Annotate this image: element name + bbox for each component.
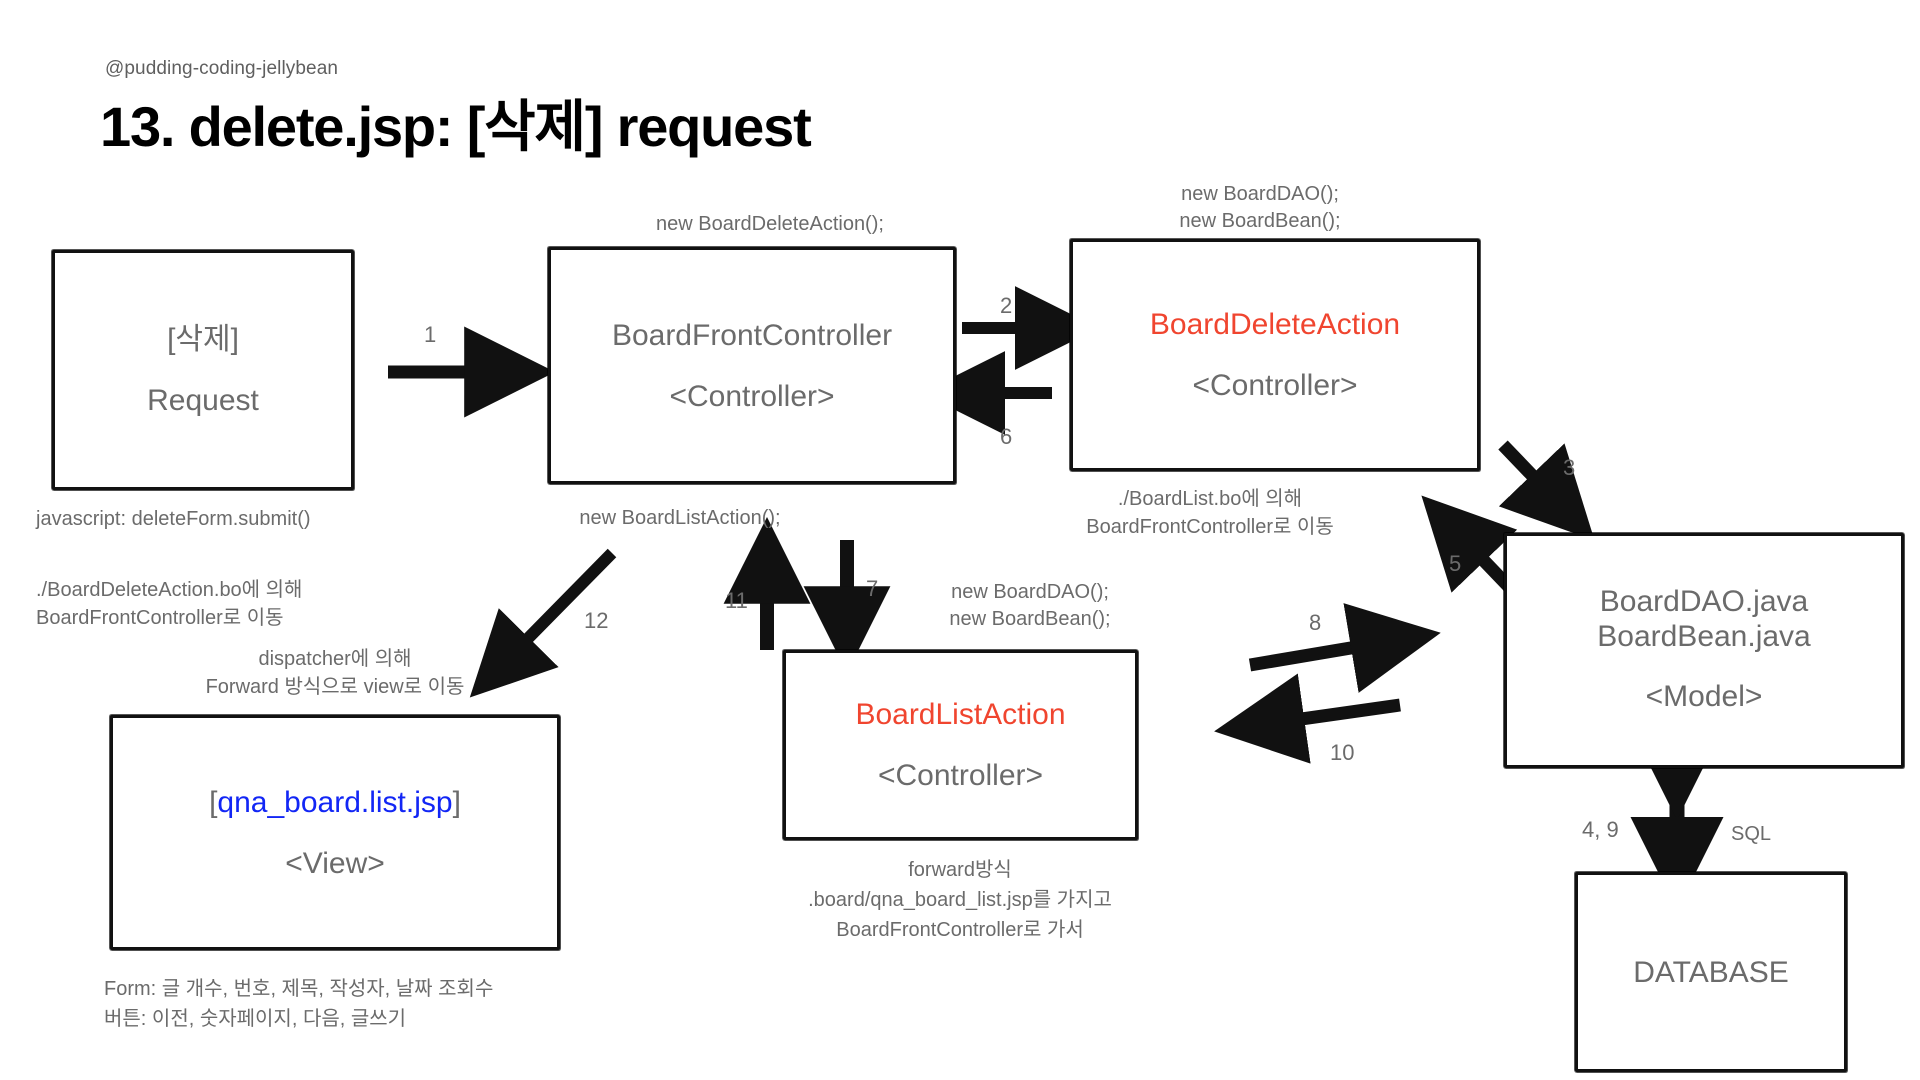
box-request: [삭제] Request xyxy=(52,250,354,490)
box-front-controller: BoardFrontController <Controller> xyxy=(548,247,956,484)
step-number-6: 6 xyxy=(1000,424,1013,449)
box-list-action: BoardListAction <Controller> xyxy=(783,650,1138,840)
box-view-jsp-name: qna_board.list.jsp xyxy=(217,785,453,819)
box-database-line1: DATABASE xyxy=(1633,955,1789,989)
box-request-line2: Request xyxy=(147,384,259,417)
bracket-open: [ xyxy=(209,785,218,819)
note-forward-2: .board/qna_board_list.jsp를 가지고 xyxy=(808,889,1112,911)
note-delete-bo-1: ./BoardDeleteAction.bo에 의해 xyxy=(36,579,303,601)
note-new-bean-mid-2: new BoardBean(); xyxy=(949,608,1111,630)
box-list-action-line1: BoardListAction xyxy=(855,698,1066,731)
note-forward-3: BoardFrontController로 가서 xyxy=(836,919,1084,941)
note-forward-1: forward방식 xyxy=(908,859,1012,881)
note-new-list-action: new BoardListAction(); xyxy=(579,507,781,529)
bracket-close: ] xyxy=(452,785,461,819)
step-number-10: 10 xyxy=(1330,740,1355,765)
note-sql: SQL xyxy=(1731,823,1772,845)
box-front-controller-line1: BoardFrontController xyxy=(611,318,893,352)
note-new-delete-action: new BoardDeleteAction(); xyxy=(656,213,884,235)
step-number-4-9: 4, 9 xyxy=(1582,817,1619,842)
box-model-line1: BoardDAO.java xyxy=(1599,585,1809,619)
arrow-10 xyxy=(1214,673,1401,764)
box-delete-action: BoardDeleteAction <Controller> xyxy=(1070,239,1480,471)
box-view-line2: <View> xyxy=(285,846,385,880)
box-model: BoardDAO.java BoardBean.java <Model> xyxy=(1504,533,1904,768)
note-dispatcher-1: dispatcher에 의해 xyxy=(258,648,412,670)
box-delete-action-line1: BoardDeleteAction xyxy=(1149,308,1401,341)
step-number-12: 12 xyxy=(584,608,609,633)
box-model-line3: <Model> xyxy=(1645,679,1763,713)
arrow-8 xyxy=(1248,603,1441,693)
box-request-line1: [삭제] xyxy=(167,323,239,356)
note-form-items: Form: 글 개수, 번호, 제목, 작성자, 날짜 조회수 xyxy=(104,978,494,1000)
step-number-7: 7 xyxy=(866,576,879,601)
note-new-bean-top-2: new BoardBean(); xyxy=(1179,210,1341,232)
note-new-dao-mid-1: new BoardDAO(); xyxy=(951,581,1109,603)
note-list-bo-2: BoardFrontController로 이동 xyxy=(1086,516,1334,538)
note-list-bo-1: ./BoardList.bo에 의해 xyxy=(1117,488,1303,510)
author-handle: @pudding-coding-jellybean xyxy=(105,58,339,79)
step-number-1: 1 xyxy=(424,322,437,347)
page-title: 13. delete.jsp: [삭제] request xyxy=(100,95,812,158)
note-dispatcher-2: Forward 방식으로 view로 이동 xyxy=(205,676,465,698)
step-number-5: 5 xyxy=(1449,551,1462,576)
box-front-controller-line2: <Controller> xyxy=(669,379,835,413)
step-number-3: 3 xyxy=(1563,455,1576,480)
step-number-8: 8 xyxy=(1309,610,1322,635)
box-database: DATABASE xyxy=(1575,872,1847,1072)
note-new-dao-top-1: new BoardDAO(); xyxy=(1181,183,1339,205)
note-button-items: 버튼: 이전, 숫자페이지, 다음, 글쓰기 xyxy=(104,1008,407,1030)
step-number-11: 11 xyxy=(725,588,748,613)
box-delete-action-line2: <Controller> xyxy=(1192,369,1358,402)
step-number-2: 2 xyxy=(1000,293,1013,318)
box-list-action-line2: <Controller> xyxy=(877,759,1044,792)
note-delete-bo-2: BoardFrontController로 이동 xyxy=(36,607,284,629)
note-javascript-submit: javascript: deleteForm.submit() xyxy=(36,508,311,530)
box-view: [qna_board.list.jsp] <View> xyxy=(110,715,560,950)
box-model-line2: BoardBean.java xyxy=(1597,620,1811,653)
box-view-line1: [qna_board.list.jsp] xyxy=(209,783,461,822)
